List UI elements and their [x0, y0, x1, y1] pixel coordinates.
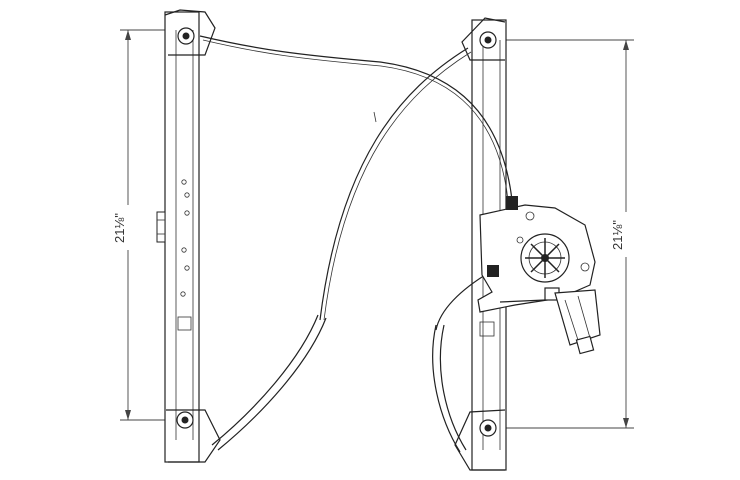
left-dimension: 21⅛": [112, 29, 175, 421]
left-rail: [156, 9, 221, 463]
right-dimension: 21⅛": [500, 39, 642, 429]
cables: [199, 35, 513, 453]
left-dimension-label: 21⅛": [112, 213, 127, 243]
right-dimension-label: 21⅛": [610, 220, 625, 250]
motor-assembly: [477, 196, 601, 355]
